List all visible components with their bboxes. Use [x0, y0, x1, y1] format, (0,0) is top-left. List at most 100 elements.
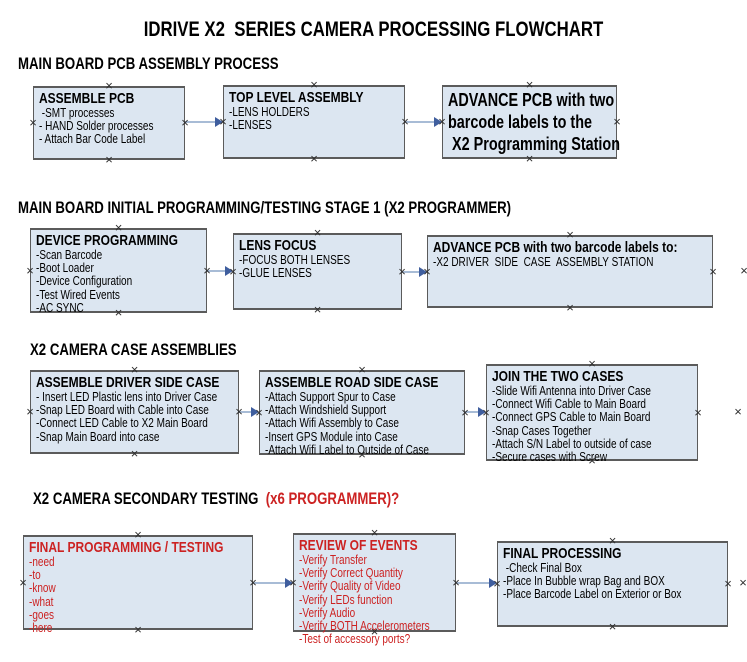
text-line: -Test of accessory ports? — [299, 632, 411, 647]
text-line: -Connect LED Cable to X2 Main Board — [36, 416, 208, 431]
text-line: -Insert GPS Module into Case — [265, 429, 398, 444]
text-line: -Place In Bubble wrap Bag and BOX — [503, 574, 665, 589]
box-title: FINAL PROGRAMMING / TESTING — [29, 539, 224, 556]
text-line: -to — [29, 568, 41, 583]
text-line: -FOCUS BOTH LENSES — [239, 253, 351, 267]
text-line: FINAL PROGRAMMING / TESTING — [29, 539, 224, 556]
connection-handle-icon: × — [694, 404, 702, 420]
text-line: -need — [29, 555, 55, 569]
text-line: ASSEMBLE DRIVER SIDE CASE — [36, 374, 220, 391]
connection-handle-icon: × — [740, 263, 747, 278]
box-items: -Scan Barcode-Boot Loader-Device Configu… — [36, 248, 168, 315]
section-heading-black-part: X2 CAMERA SECONDARY TESTING — [33, 490, 266, 508]
connection-handle-icon: × — [26, 404, 34, 419]
text-line: -here — [29, 621, 53, 636]
text-line: LENS FOCUS — [239, 237, 317, 254]
connection-handle-icon: × — [525, 151, 534, 166]
text-line: -Check Final Box — [503, 561, 582, 575]
connection-handle-icon: × — [181, 115, 189, 130]
text-line: DEVICE PROGRAMMING — [36, 232, 179, 249]
text-line: -Verify Transfer — [299, 553, 367, 567]
text-line: -SMT processes — [39, 106, 115, 120]
text-line: -Verify Quality of Video — [299, 579, 401, 594]
text-line: -X2 DRIVER SIDE CASE ASSEMBLY STATION — [433, 255, 654, 269]
text-line: -Secure cases with Screw — [492, 450, 608, 465]
box-title: ASSEMBLE ROAD SIDE CASE — [265, 374, 438, 391]
box-title: FINAL PROCESSING — [503, 545, 678, 562]
box-items: -X2 DRIVER SIDE CASE ASSEMBLY STATION — [433, 255, 654, 269]
text-line: ADVANCE PCB with two barcode labels to: — [433, 239, 678, 256]
connector-arrow — [405, 117, 442, 127]
connection-handle-icon: × — [724, 576, 732, 591]
text-line: -Snap LED Board with Cable into Case — [36, 403, 209, 418]
section-heading-case-assemblies: X2 CAMERA CASE ASSEMBLIES — [30, 341, 237, 359]
text-line: -Attach Wifi Assembly to Case — [265, 416, 399, 431]
flow-box-assemble-pcb: ASSEMBLE PCB -SMT processes- HAND Solder… — [29, 79, 189, 166]
connector-arrow — [185, 117, 223, 127]
connector-arrow — [239, 407, 259, 417]
connection-handle-icon: × — [613, 114, 621, 129]
box-items: -Verify Transfer-Verify Correct Quantity… — [299, 553, 430, 647]
text-line: TOP LEVEL ASSEMBLY — [229, 89, 364, 106]
text-line: -Verify BOTH Accelerometers — [299, 619, 430, 634]
text-line: -Verify Audio — [299, 605, 356, 620]
text-line: -Slide Wifi Antenna into Driver Case — [492, 384, 651, 398]
text-line: -Connect Wifi Cable to Main Board — [492, 397, 646, 412]
text-line: X2 Programming Station — [448, 134, 621, 154]
box-title: JOIN THE TWO CASES — [492, 368, 652, 385]
connector-arrow — [253, 578, 293, 588]
connector-arrow — [207, 266, 233, 276]
flow-box-assemble-road-side-case: ASSEMBLE ROAD SIDE CASE -Attach Support … — [255, 363, 469, 461]
text-line: -Boot Loader — [36, 261, 94, 276]
box-title: REVIEW OF EVENTS — [299, 537, 420, 554]
connection-handle-icon: × — [313, 302, 322, 317]
connection-handle-icon: × — [566, 300, 574, 315]
text-line: ASSEMBLE PCB — [39, 90, 135, 107]
box-items: -Slide Wifi Antenna into Driver Case-Con… — [492, 384, 652, 465]
box-items: -LENS HOLDERS-LENSES — [229, 105, 365, 132]
text-line: barcode labels to the — [448, 112, 593, 132]
text-line: -Snap Cases Together — [492, 423, 592, 438]
text-line: -Attach Support Spur to Case — [265, 390, 396, 404]
text-line: -Device Configuration — [36, 274, 133, 289]
text-line: -Verify Correct Quantity — [299, 566, 403, 581]
box-items: -Attach Support Spur to Case-Attach Wind… — [265, 390, 429, 457]
flow-box-advance-pcb-driver-side: ADVANCE PCB with two barcode labels to: … — [423, 228, 717, 314]
flow-box-lens-focus: LENS FOCUS -FOCUS BOTH LENSES-GLUE LENSE… — [229, 226, 406, 316]
text-line: - HAND Solder processes — [39, 119, 154, 134]
connection-handle-icon: × — [105, 152, 113, 167]
box-title: TOP LEVEL ASSEMBLY — [229, 89, 365, 106]
box-items: - Insert LED Plastic lens into Driver Ca… — [36, 390, 218, 444]
text-line: - Attach Bar Code Label — [39, 132, 146, 147]
text-line: REVIEW OF EVENTS — [299, 537, 418, 554]
connector-arrow — [402, 267, 427, 277]
flow-box-final-programming-testing: FINAL PROGRAMMING / TESTING -need-to-kno… — [19, 528, 257, 636]
connection-handle-icon: × — [130, 446, 139, 461]
text-line: JOIN THE TWO CASES — [492, 368, 624, 385]
box-title: DEVICE PROGRAMMING — [36, 232, 179, 249]
box-title: ASSEMBLE DRIVER SIDE CASE — [36, 374, 220, 391]
text-line: FINAL PROCESSING — [503, 545, 622, 562]
flow-box-device-programming: DEVICE PROGRAMMING -Scan Barcode-Boot Lo… — [26, 221, 211, 319]
flow-box-join-the-two-cases: JOIN THE TWO CASES -Slide Wifi Antenna i… — [482, 357, 702, 467]
text-line: - Insert LED Plastic lens into Driver Ca… — [36, 390, 218, 404]
connection-handle-icon: × — [734, 404, 742, 419]
text-line: -Connect GPS Cable to Main Board — [492, 410, 651, 425]
connection-handle-icon: × — [26, 262, 34, 278]
connection-handle-icon: × — [29, 115, 37, 130]
connection-handle-icon: × — [19, 574, 27, 590]
text-line: -Scan Barcode — [36, 248, 103, 262]
text-line: -Place Barcode Label on Exterior or Box — [503, 587, 682, 602]
box-items: -SMT processes- HAND Solder processes- A… — [39, 106, 154, 147]
connector-arrow — [456, 578, 497, 588]
text-line: -what — [29, 594, 54, 609]
section-heading-pcb-assembly: MAIN BOARD PCB ASSEMBLY PROCESS — [18, 55, 279, 73]
text-line: -LENS HOLDERS — [229, 105, 310, 119]
text-line: -Attach Wifi Label to Outside of Case — [265, 442, 429, 457]
text-line: -AC SYNC — [36, 300, 84, 315]
connector-arrow — [465, 407, 486, 417]
text-line: -Attach S/N Label to outside of case — [492, 436, 652, 451]
